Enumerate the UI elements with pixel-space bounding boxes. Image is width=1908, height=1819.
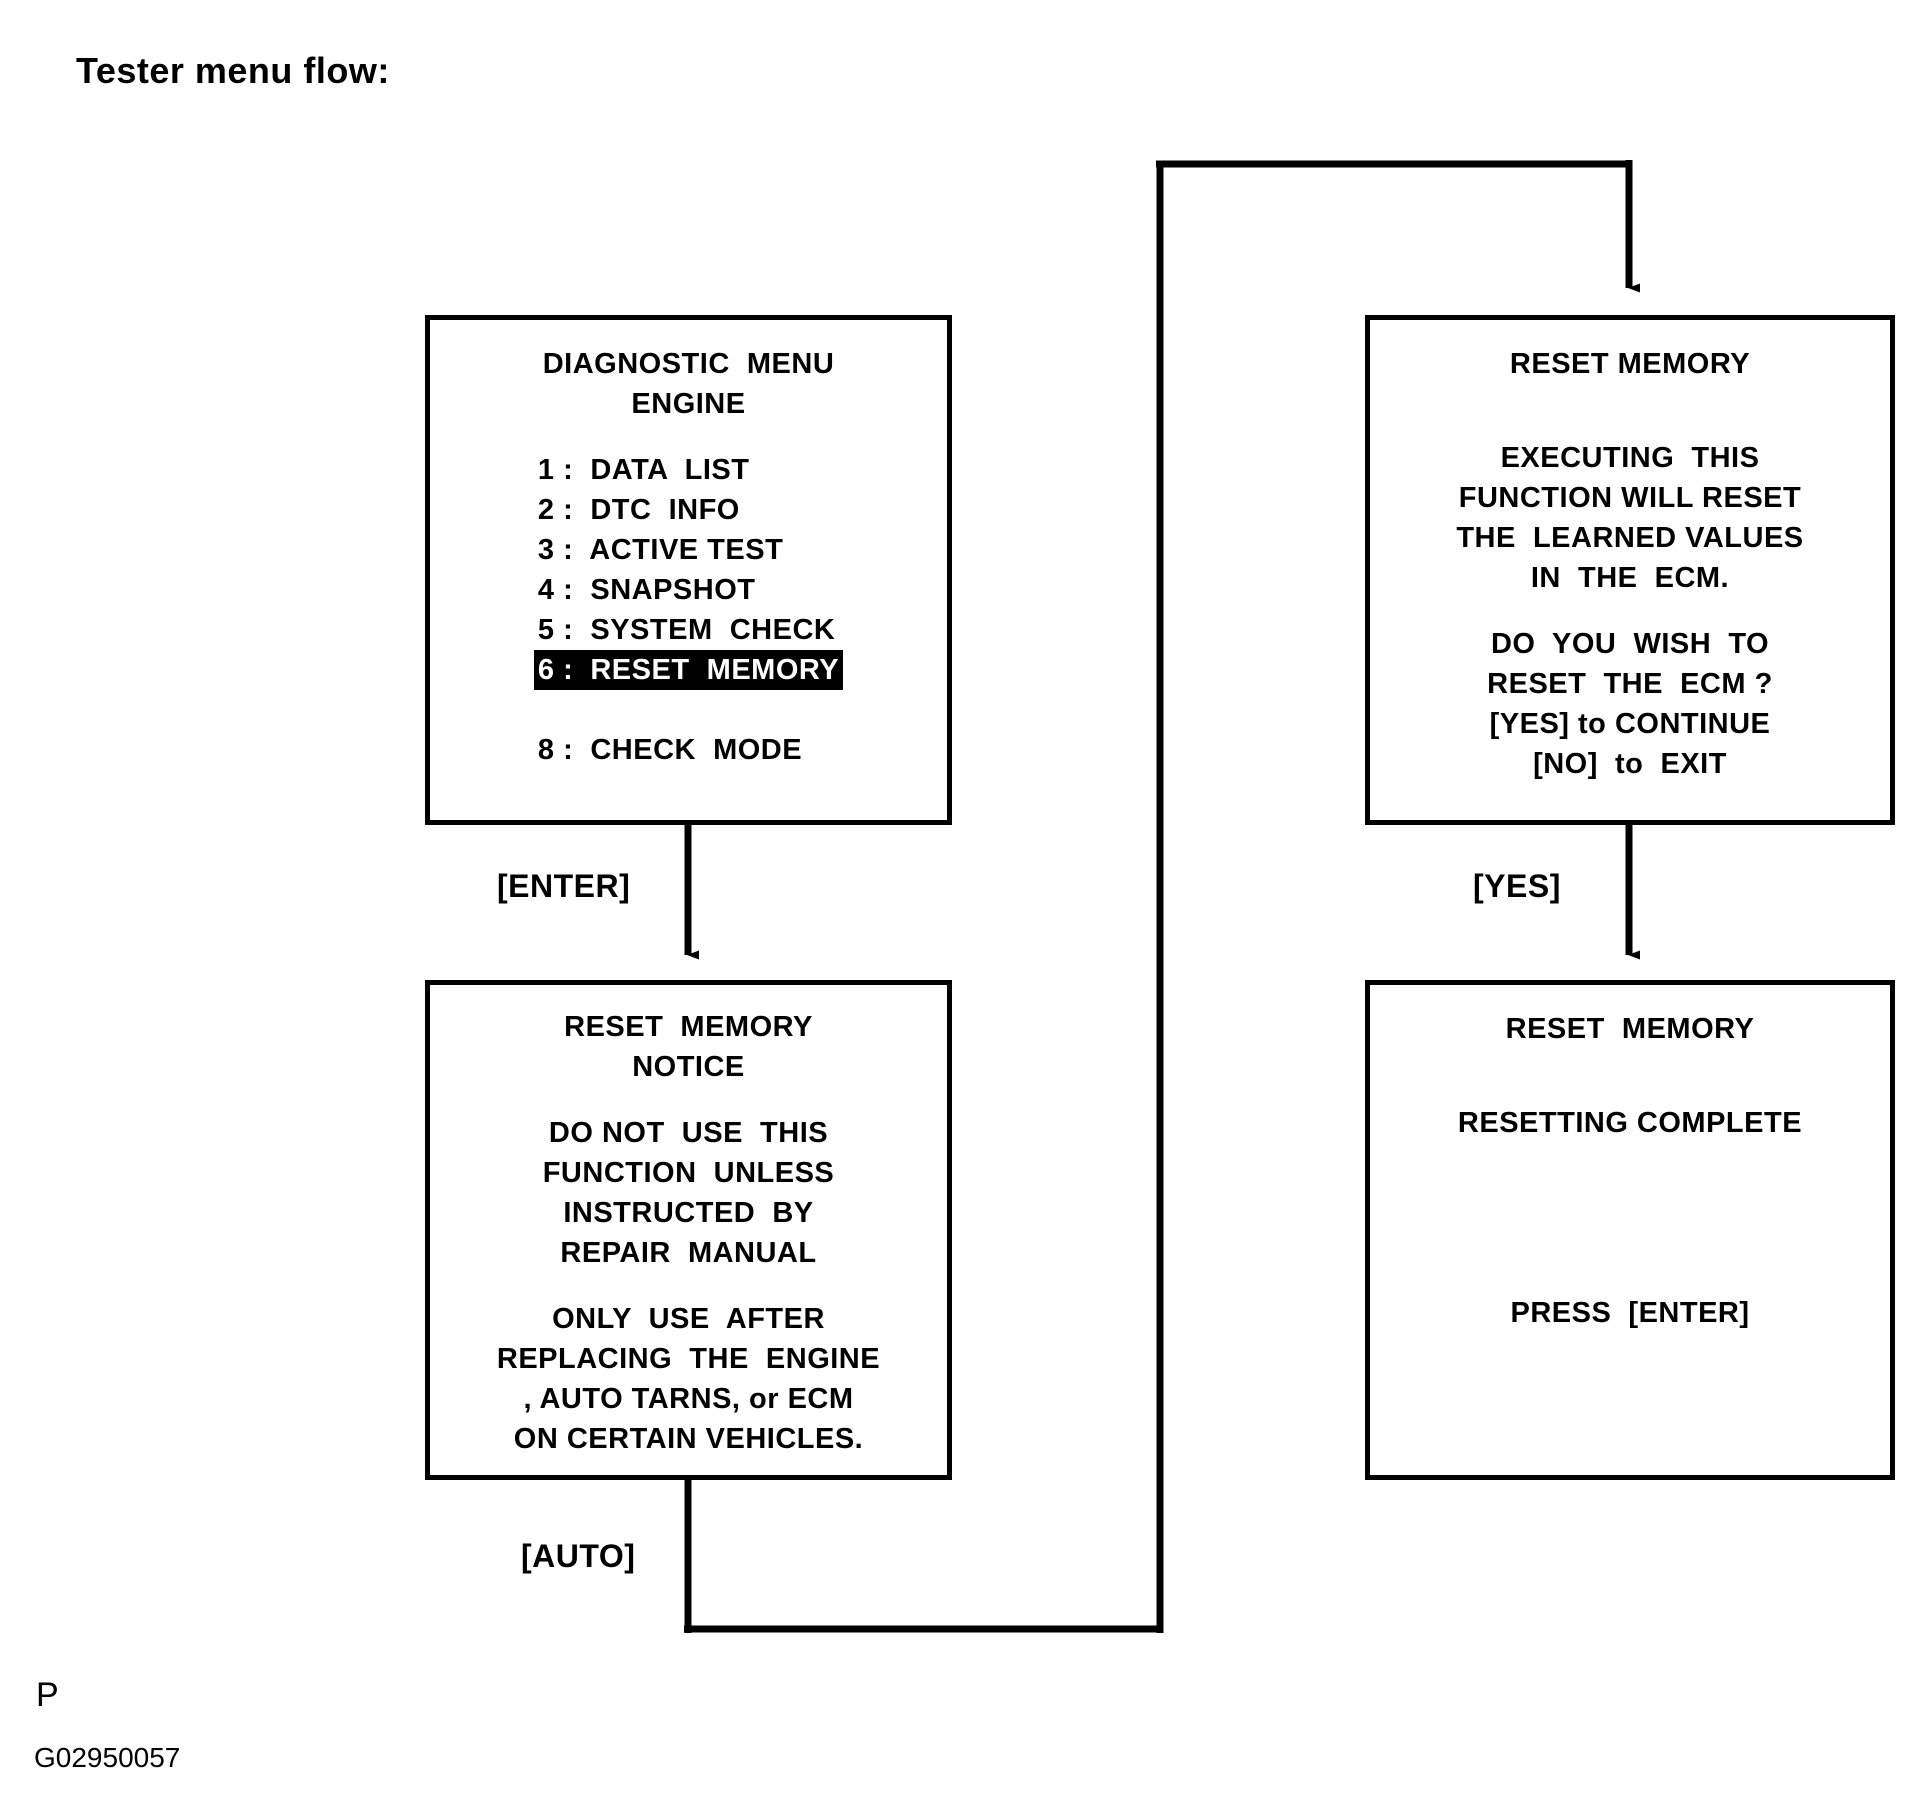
menu-item-data-list[interactable]: 1 : DATA LIST [537,454,750,486]
menu-item-reset-memory[interactable]: 6 : RESET MEMORY [533,650,844,690]
screen-reset-memory-complete: RESET MEMORY RESETTING COMPLETE PRESS [E… [1365,980,1895,1480]
reset-notice-body-2-line-1: ONLY USE AFTER [552,1303,825,1335]
edge-label-enter: [ENTER] [497,868,631,904]
reset-notice-body-1-line-4: REPAIR MANUAL [560,1237,817,1269]
footer-mark: P [36,1676,59,1714]
reset-notice-body-1-line-3: INSTRUCTED BY [563,1197,814,1229]
screen-reset-memory-notice: RESET MEMORY NOTICE DO NOT USE THIS FUNC… [425,980,952,1480]
menu-item-active-test[interactable]: 3 : ACTIVE TEST [537,534,784,566]
reset-notice-title-line-2: NOTICE [632,1051,745,1083]
reset-notice-body-1-line-1: DO NOT USE THIS [548,1117,829,1149]
menu-item-system-check[interactable]: 5 : SYSTEM CHECK [537,614,836,646]
reset-confirm-body-1-line-3: THE LEARNED VALUES [1456,522,1804,554]
reset-notice-title-line-1: RESET MEMORY [564,1011,813,1043]
menu-item-dtc-info[interactable]: 2 : DTC INFO [537,494,740,526]
reset-confirm-yes-option[interactable]: [YES] to CONTINUE [1489,708,1771,740]
edge-label-yes: [YES] [1473,868,1561,904]
screen-diagnostic-menu: DIAGNOSTIC MENU ENGINE 1 : DATA LIST 2 :… [425,315,952,825]
reset-confirm-title: RESET MEMORY [1509,348,1751,380]
spacer [430,424,947,450]
reset-complete-prompt: PRESS [ENTER] [1510,1297,1750,1329]
figure-id: G02950057 [34,1742,181,1773]
reset-confirm-question-line-1: DO YOU WISH TO [1490,628,1770,660]
spacer [1370,598,1890,624]
spacer [430,1273,947,1299]
reset-notice-body-1-line-2: FUNCTION UNLESS [542,1157,835,1189]
reset-confirm-question-line-2: RESET THE ECM ? [1487,668,1773,700]
diagnostic-menu-list: 1 : DATA LIST 2 : DTC INFO 3 : ACTIVE TE… [533,450,844,770]
menu-item-check-mode[interactable]: 8 : CHECK MODE [537,734,803,766]
spacer [534,690,843,730]
diagnostic-menu-title-line-1: DIAGNOSTIC MENU [542,348,835,380]
page-title: Tester menu flow: [76,50,390,91]
reset-notice-body-2-line-2: REPLACING THE ENGINE [496,1343,881,1375]
edge-label-auto: [AUTO] [521,1538,636,1574]
reset-confirm-body-1-line-2: FUNCTION WILL RESET [1458,482,1802,514]
spacer [1370,384,1890,438]
reset-confirm-no-option[interactable]: [NO] to EXIT [1533,748,1727,780]
reset-confirm-body-1-line-4: IN THE ECM. [1530,562,1730,594]
reset-notice-body-2-line-3: , AUTO TARNS, or ECM [523,1383,854,1415]
spacer [1370,1143,1890,1293]
menu-item-snapshot[interactable]: 4 : SNAPSHOT [537,574,756,606]
diagnostic-menu-title-line-2: ENGINE [631,388,746,420]
reset-complete-title: RESET MEMORY [1505,1013,1755,1045]
reset-complete-status: RESETTING COMPLETE [1457,1107,1803,1139]
screen-reset-memory-confirm: RESET MEMORY EXECUTING THIS FUNCTION WIL… [1365,315,1895,825]
reset-confirm-body-1-line-1: EXECUTING THIS [1500,442,1760,474]
edge-auto-loop [684,160,1640,1633]
spacer [430,1087,947,1113]
reset-notice-body-2-line-4: ON CERTAIN VEHICLES. [513,1423,864,1455]
spacer [1370,1049,1890,1103]
